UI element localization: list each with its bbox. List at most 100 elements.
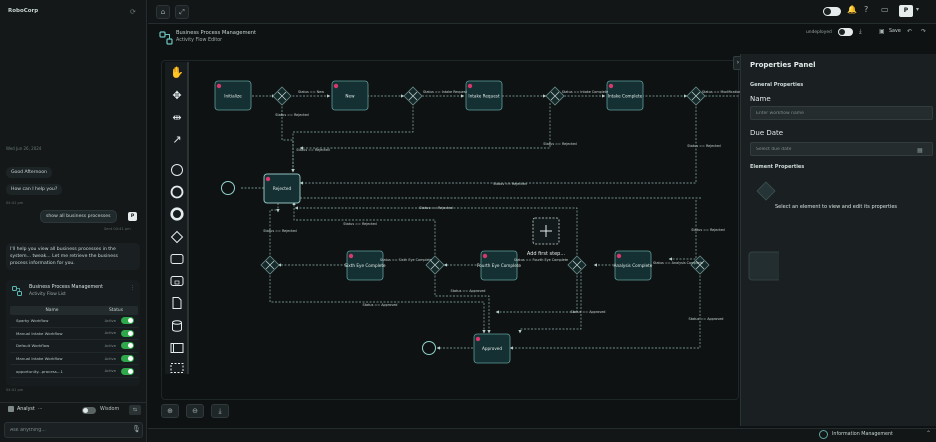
node-initialize[interactable] (214, 80, 252, 111)
task-badge-icon (467, 83, 473, 89)
edge-label: Status == Sixth Eye Complete (380, 258, 432, 262)
user-avatar-menu[interactable]: P (899, 5, 913, 17)
table-row[interactable]: opportunity...process...1 Active (10, 365, 138, 378)
table-row[interactable]: Sparky Workflow Active (10, 315, 138, 328)
status-toggle[interactable] (120, 317, 134, 325)
microphone-icon[interactable]: 🎙 (132, 425, 141, 433)
information-management-link[interactable]: Information Management (832, 432, 893, 437)
node-label: New (345, 94, 355, 99)
edge-label: Status == Fourth Eye Complete (514, 258, 568, 262)
chat-footer (0, 402, 147, 442)
row-name: Default Workflow (16, 343, 50, 349)
home-icon[interactable]: ⌂ (156, 5, 170, 19)
node-intake-request[interactable] (465, 80, 503, 111)
data-object-icon[interactable] (168, 295, 186, 311)
status-toggle[interactable] (120, 355, 134, 363)
row-name: opportunity...process...1 (16, 368, 63, 374)
node-intake-complete[interactable] (606, 80, 644, 111)
bpm-icon (159, 31, 173, 45)
status-toggle[interactable] (120, 367, 134, 375)
row-name: Manual Intake Workflow (16, 356, 63, 362)
more-icon: ⋯ (37, 406, 43, 412)
table-row[interactable]: Manual Intake Workflow Active (10, 328, 138, 341)
help-icon[interactable]: ? (864, 5, 869, 14)
properties-panel: Properties Panel General Properties Name… (740, 54, 936, 426)
move-tool-icon[interactable]: ✥ (172, 88, 182, 102)
end-event-approved[interactable] (422, 341, 436, 355)
edge-label: Status == Rejected (691, 228, 724, 232)
edge-label: Status == Analysis Complete (653, 261, 703, 265)
table-row[interactable]: Default Workflow Active (10, 340, 138, 353)
fit-view-button[interactable]: ⤓ (211, 404, 229, 418)
wisdom-toggle[interactable] (82, 407, 96, 414)
workflow-name-input[interactable] (750, 106, 933, 120)
gateway-icon[interactable] (168, 229, 186, 245)
bell-icon[interactable]: 🔔 (847, 5, 857, 14)
row-status: Active (104, 356, 116, 361)
node-label: Intake Complete (608, 94, 643, 99)
end-event-rejected[interactable] (221, 181, 235, 195)
refresh-icon[interactable]: ⟳ (130, 8, 136, 16)
gateways (260, 86, 710, 275)
edge-label: Status == Rejected (343, 222, 376, 226)
save-button[interactable]: Save (889, 29, 901, 34)
process-table: Name Status Sparky Workflow Active Manua… (10, 306, 138, 378)
hand-tool-icon[interactable]: ✋ (170, 65, 184, 79)
node-rejected[interactable] (263, 173, 301, 204)
task-badge-icon (216, 83, 222, 89)
top-bar: ⌂ ⤢ 🔔 ? ▭ P ▾ (148, 0, 936, 24)
node-new[interactable] (331, 80, 369, 111)
theme-toggle[interactable] (823, 7, 841, 16)
calendar-icon[interactable]: ▦ (917, 147, 923, 154)
node-fourth-eye[interactable] (480, 250, 518, 281)
connect-arrow-icon[interactable]: ↗ (172, 132, 182, 146)
row-status: Active (104, 331, 116, 336)
due-date-input[interactable] (750, 142, 933, 156)
settings-sliders-icon[interactable]: ⇆ (129, 405, 141, 415)
card-menu-icon[interactable]: ⋮ (130, 285, 135, 291)
status-toggle[interactable] (120, 342, 134, 350)
split-tool-icon[interactable]: ⇹ (172, 110, 182, 124)
undo-icon[interactable]: ↶ (907, 28, 913, 35)
task-badges (216, 83, 622, 342)
message-time: 04:41 pm (6, 201, 24, 205)
card-time: 04:41 pm (6, 388, 24, 392)
deploy-toggle[interactable] (838, 28, 853, 36)
edge-label: Status == Approved (571, 310, 606, 314)
node-approved[interactable] (473, 333, 511, 364)
edge-label: Status == Rejected (493, 182, 526, 186)
expand-icon[interactable]: ⤢ (175, 5, 189, 19)
zoom-out-button[interactable]: ⊖ (186, 404, 204, 418)
edge-label: Status == Rejected (687, 144, 720, 148)
subprocess-icon[interactable] (168, 273, 186, 289)
row-name: Sparky Workflow (16, 318, 49, 324)
intermediate-event-icon[interactable] (168, 184, 186, 200)
download-icon[interactable]: ⤓ (859, 28, 862, 35)
deploy-status: undeployed (806, 30, 832, 35)
chevron-up-icon[interactable]: ⌃ (926, 430, 932, 437)
table-row[interactable]: Manual Intake Workflow Active (10, 353, 138, 366)
node-labels: Initialize New Intake Request Intake Com… (224, 94, 653, 352)
flow-canvas-frame (161, 60, 739, 400)
redo-icon[interactable]: ↷ (921, 28, 927, 35)
ask-box: 🎙 (4, 422, 143, 438)
data-store-icon[interactable] (168, 318, 186, 334)
monitor-icon[interactable]: ▭ (881, 5, 889, 14)
node-analysis[interactable] (614, 250, 652, 281)
start-event-icon[interactable] (168, 162, 186, 178)
node-sixth-eye[interactable] (346, 250, 384, 281)
save-icon[interactable]: ▣ (879, 28, 885, 35)
end-event-icon[interactable] (168, 206, 186, 222)
ask-input[interactable] (10, 426, 120, 435)
agent-selector[interactable]: Analyst ⋯ (8, 406, 43, 412)
task-nodes (214, 80, 652, 364)
help-message: How can I help you? (6, 184, 63, 195)
chevron-down-icon[interactable]: ▾ (916, 6, 920, 13)
zoom-in-button[interactable]: ⊕ (161, 404, 179, 418)
task-icon[interactable] (168, 251, 186, 267)
bpm-icon (12, 286, 22, 296)
status-toggle[interactable] (120, 329, 134, 337)
panel-title: Properties Panel (750, 61, 816, 69)
general-properties-heading: General Properties (750, 82, 804, 88)
pool-icon[interactable] (168, 340, 186, 356)
